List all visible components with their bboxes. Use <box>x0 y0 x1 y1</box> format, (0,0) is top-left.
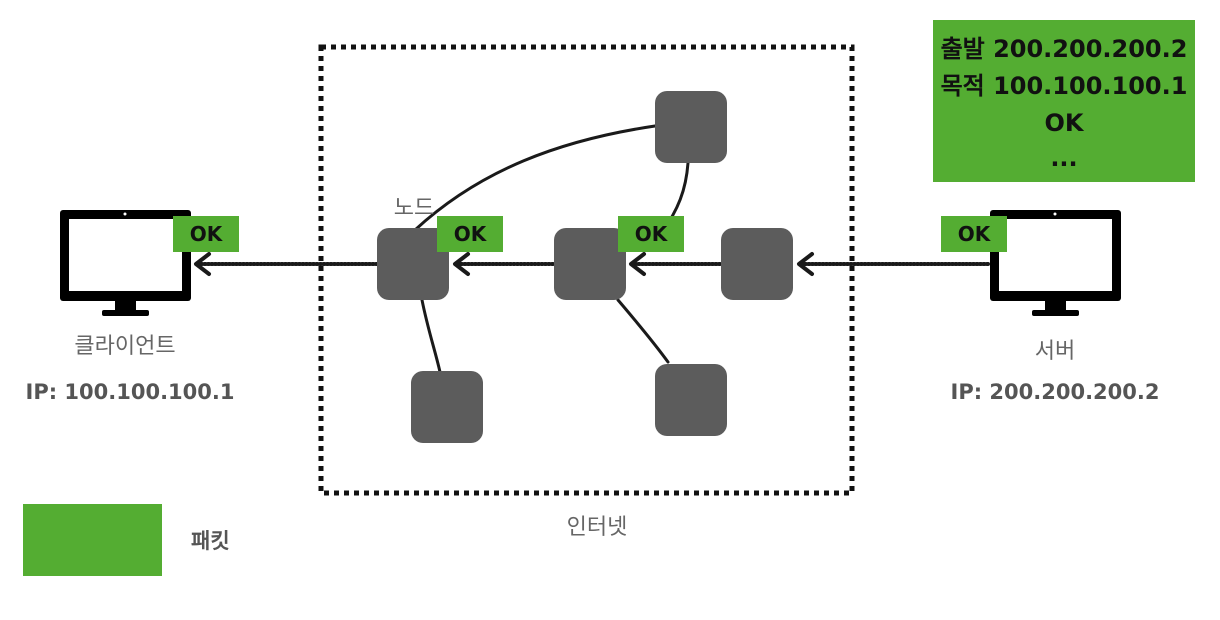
server-ip: IP: 200.200.200.2 <box>951 380 1160 404</box>
node-right <box>721 228 793 300</box>
internet-label: 인터넷 <box>567 515 628 540</box>
node-top <box>655 91 727 163</box>
wire-node-to-bottom <box>420 298 442 374</box>
node-labeled <box>377 228 449 300</box>
node-bottom-right <box>655 364 727 436</box>
legend-packet-label: 패킷 <box>191 529 230 553</box>
node-label: 노드 <box>394 196 434 221</box>
legend: 패킷 <box>23 504 230 576</box>
packet-info-box: 출발 200.200.200.2 목적 100.100.100.1 OK ... <box>933 20 1195 182</box>
packet-label: OK <box>635 222 669 246</box>
packet-source: 출발 200.200.200.2 <box>941 35 1188 63</box>
packet-label: OK <box>190 222 224 246</box>
packet-ellipsis: ... <box>1050 144 1077 172</box>
packet-at-node: OK <box>437 216 503 252</box>
arrow-center-node-to-node <box>453 252 555 276</box>
wire-node-to-top <box>413 124 657 232</box>
legend-packet-swatch <box>23 504 162 576</box>
server-monitor-icon <box>990 210 1121 316</box>
client-ip: IP: 100.100.100.1 <box>26 380 235 404</box>
packet-at-center-node: OK <box>618 216 684 252</box>
packet-destination: 목적 100.100.100.1 <box>941 72 1188 100</box>
arrow-server-to-right-node <box>797 252 990 276</box>
arrow-node-to-client <box>194 252 379 276</box>
node-center <box>554 228 626 300</box>
client-monitor-icon <box>60 210 191 316</box>
internet-boundary <box>318 44 855 496</box>
client-label: 클라이언트 <box>74 334 175 359</box>
node-bottom-left <box>411 371 483 443</box>
packet-label: OK <box>454 222 488 246</box>
packet-at-server: OK <box>941 216 1007 252</box>
arrow-right-node-to-center-node <box>629 252 722 276</box>
server-label: 서버 <box>1035 339 1075 364</box>
wire-center-to-bottom-right <box>616 298 670 364</box>
packet-at-client: OK <box>173 216 239 252</box>
packet-payload: OK <box>1045 109 1085 137</box>
packet-label: OK <box>958 222 992 246</box>
